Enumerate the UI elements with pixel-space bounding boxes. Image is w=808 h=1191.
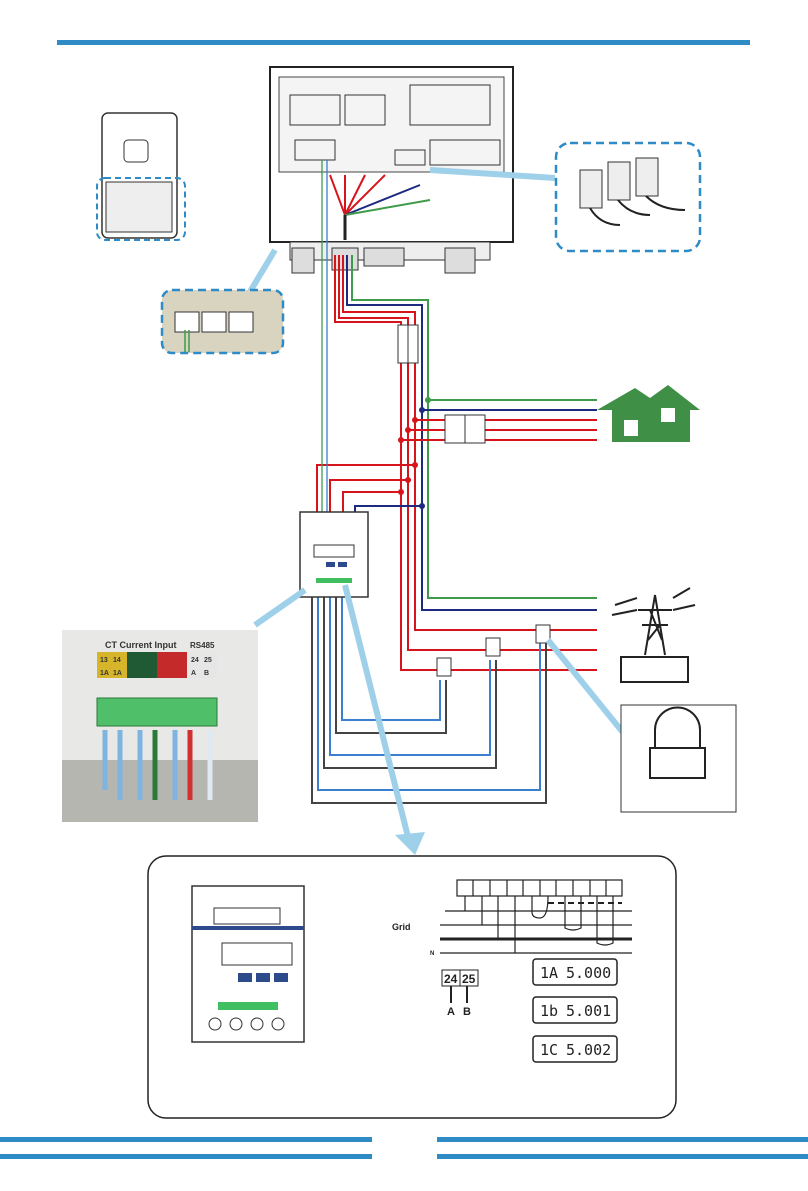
svg-text:5.000: 5.000 bbox=[566, 964, 611, 982]
photo-rs485: RS485 bbox=[190, 641, 215, 650]
terminal-photo: CT Current Input RS485 13 14 24 25 1A 1A… bbox=[62, 630, 258, 822]
footer-bar-right-1 bbox=[437, 1137, 808, 1142]
photo-terminal: 13 bbox=[100, 657, 108, 664]
ct-clamp-l2 bbox=[486, 638, 500, 656]
rs485-terminal-b: 25 bbox=[462, 972, 476, 986]
meter-detail-icon bbox=[192, 886, 304, 1042]
svg-text:5.002: 5.002 bbox=[566, 1041, 611, 1059]
ct-clamp-l1 bbox=[437, 658, 451, 676]
neutral-label: N bbox=[430, 951, 434, 957]
lcd-display-3: 1C 5.002 bbox=[533, 1036, 617, 1062]
photo-terminal: 24 bbox=[191, 657, 199, 664]
header-bar bbox=[57, 40, 750, 45]
svg-text:1A: 1A bbox=[540, 964, 558, 982]
photo-terminal: 25 bbox=[204, 657, 212, 664]
lcd-display-1: 1A 5.000 bbox=[533, 959, 617, 985]
energy-meter-icon bbox=[300, 512, 368, 597]
photo-title: CT Current Input bbox=[105, 640, 177, 650]
footer-bar-left-1 bbox=[0, 1137, 372, 1142]
photo-terminal: 1A bbox=[113, 670, 122, 677]
footer-bar-left-2 bbox=[0, 1154, 372, 1159]
grid-tower-icon bbox=[612, 588, 695, 682]
ct-clamp-icon bbox=[621, 705, 736, 812]
lcd-display-2: 1b 5.001 bbox=[533, 997, 617, 1023]
inverter-icon bbox=[97, 113, 185, 240]
svg-text:5.001: 5.001 bbox=[566, 1002, 611, 1020]
svg-text:1C: 1C bbox=[540, 1041, 558, 1059]
rs485-line-a: A bbox=[447, 1006, 455, 1018]
photo-terminal: 1A bbox=[100, 670, 109, 677]
rs485-terminal-a: 24 bbox=[444, 972, 458, 986]
breaker-upper bbox=[398, 325, 418, 363]
photo-terminal: A bbox=[191, 670, 196, 677]
house-icon bbox=[597, 385, 700, 442]
rj45-ports-icon bbox=[162, 250, 283, 353]
svg-text:1b: 1b bbox=[540, 1002, 558, 1020]
photo-terminal: 14 bbox=[113, 657, 121, 664]
photo-terminal: B bbox=[204, 670, 209, 677]
grid-label: Grid bbox=[392, 922, 411, 932]
breaker-house bbox=[445, 415, 485, 443]
footer-bar-right-2 bbox=[437, 1154, 808, 1159]
rs485-line-b: B bbox=[463, 1006, 471, 1018]
